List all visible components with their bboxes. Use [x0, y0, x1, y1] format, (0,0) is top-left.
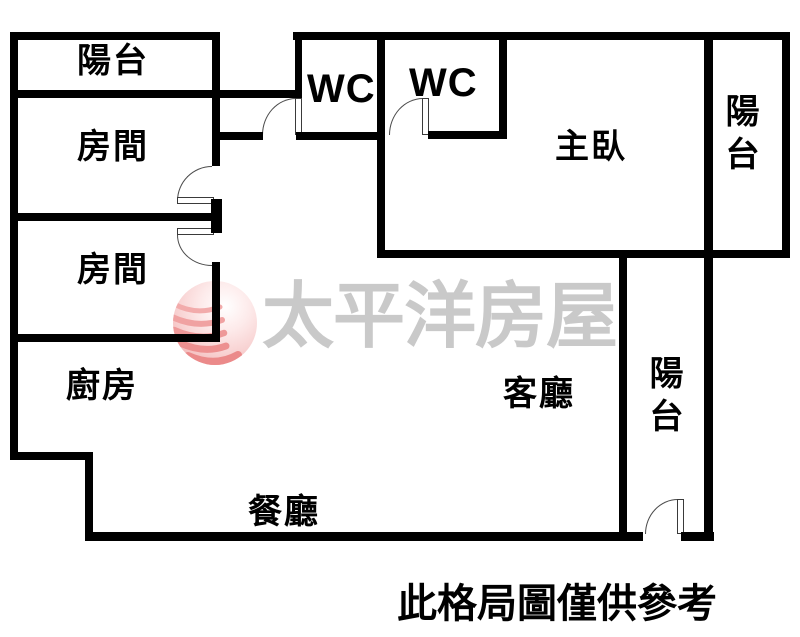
wall-corridor-nook: [212, 132, 263, 140]
label-master-bedroom: 主臥: [555, 128, 627, 166]
wall-wc2-right: [499, 32, 507, 139]
wall-balcony-tl-bottom: [10, 90, 302, 98]
door-leaf-entrance: [677, 499, 684, 534]
label-room-lower: 房間: [77, 251, 149, 289]
disclaimer-text: 此格局圖僅供參考: [397, 582, 717, 626]
label-kitchen: 廚房: [66, 367, 138, 405]
wall-rooms-vertical-lower: [212, 262, 220, 342]
wall-wc1-left: [295, 32, 302, 93]
label-wc-left: WC: [307, 67, 376, 111]
wall-master-bottom: [377, 250, 790, 258]
wall-living-balcony-divider: [619, 258, 627, 540]
door-arc-room-lower: [177, 235, 212, 266]
label-dining-room: 餐廳: [248, 493, 320, 531]
wall-wc1-bottom: [296, 132, 385, 140]
label-wc-right: WC: [409, 61, 478, 105]
wall-rooms-vertical-upper: [212, 32, 220, 166]
door-arc-room-upper: [177, 166, 212, 201]
door-leaf-wc2: [422, 98, 429, 135]
label-balcony-right: 陽台: [720, 93, 758, 179]
door-leaf-room-upper: [177, 197, 214, 204]
wall-balcony-right: [704, 32, 713, 540]
wall-kitchen-top: [10, 334, 220, 342]
wall-step-horizontal: [10, 452, 92, 460]
label-living-room: 客廳: [503, 375, 575, 413]
door-arc-entrance: [645, 499, 678, 534]
label-balcony-top-left: 陽台: [77, 42, 149, 80]
wall-top-left: [10, 32, 220, 40]
wall-wc2-bottom: [428, 131, 507, 139]
label-room-upper: 房間: [77, 128, 149, 166]
wall-wc-divider: [377, 32, 385, 258]
wall-rooms-divider: [10, 213, 222, 221]
door-leaf-room-lower: [177, 228, 214, 235]
wall-top-right: [293, 32, 790, 40]
door-leaf-wc1: [295, 98, 302, 135]
wall-bottom-left: [85, 532, 643, 541]
wall-bottom-right: [681, 532, 714, 541]
wall-right: [782, 32, 790, 258]
door-arc-wc1: [262, 98, 296, 135]
wall-left: [10, 32, 18, 458]
watermark-brand-text: 太平洋房屋: [262, 277, 618, 357]
label-balcony-bottom: 陽台: [644, 355, 682, 441]
wall-step-vertical: [85, 452, 93, 540]
